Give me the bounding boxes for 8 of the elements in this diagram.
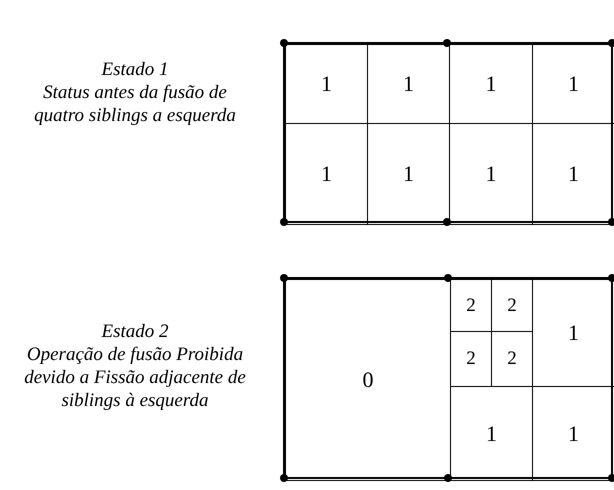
- caption-text: Status antes da fusão de quatro siblings a esquerda: [33, 81, 237, 127]
- caption-text: Estado 1: [100, 58, 170, 81]
- grid-box: [283, 277, 613, 479]
- grid-cell: 1: [285, 44, 368, 124]
- caption-text: Operação de fusão Proibida devido a Fissão adjacente de siblings à esquerda: [23, 343, 247, 412]
- grid-cell: 1: [285, 123, 368, 225]
- grid-box: [283, 42, 613, 223]
- caption-text: Estado 2: [100, 320, 170, 343]
